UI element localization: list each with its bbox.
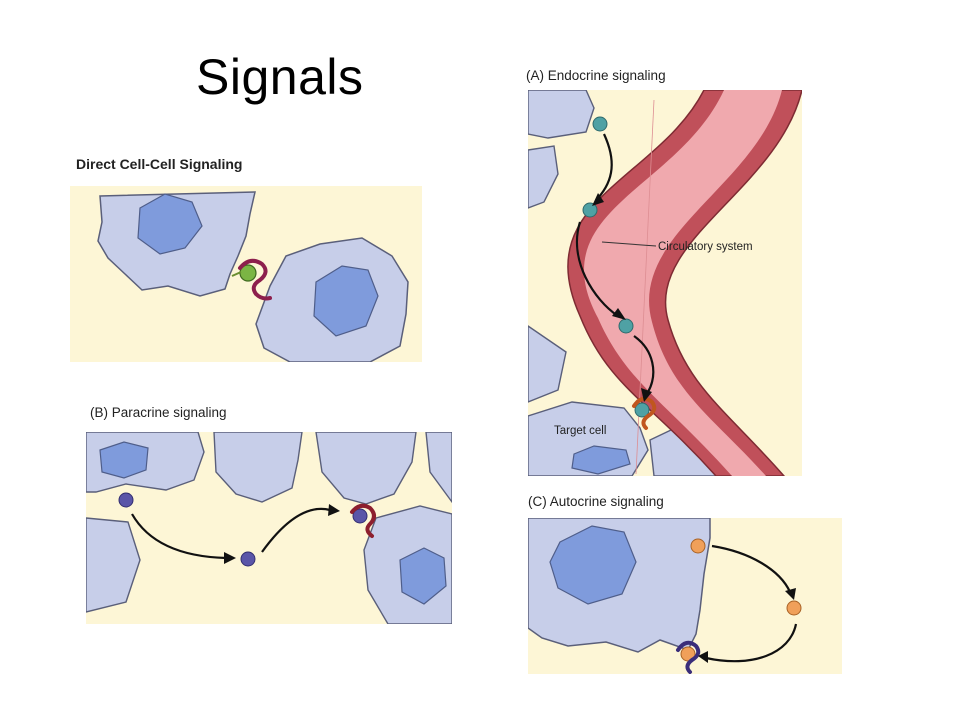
receptor xyxy=(676,640,701,674)
endocrine-signaling-panel: Circulatory system Target cell xyxy=(528,90,802,476)
transport-arrow xyxy=(633,335,655,393)
nucleus xyxy=(313,265,379,337)
endocrine-signal-molecule xyxy=(582,202,598,218)
autocrine-arrow xyxy=(711,544,792,593)
nucleus xyxy=(571,445,631,475)
endocrine-signaling-label: (A) Endocrine signaling xyxy=(526,68,666,83)
nucleus xyxy=(137,193,203,255)
circulatory-vessel-lumen xyxy=(583,90,782,476)
autocrine-signal-molecule xyxy=(690,538,706,554)
circulatory-vessel-wall xyxy=(567,90,802,476)
autocrine-signaling-panel xyxy=(528,518,842,674)
paracrine-signaling-label: (B) Paracrine signaling xyxy=(90,405,227,420)
target-cell-label: Target cell xyxy=(554,425,606,437)
circulatory-system-label: Circulatory system xyxy=(658,241,753,253)
cell xyxy=(425,432,452,504)
endocrine-signal-molecule xyxy=(634,402,650,418)
nucleus xyxy=(99,441,149,479)
transport-arrow xyxy=(575,221,619,317)
direct-signaling-label: Direct Cell-Cell Signaling xyxy=(76,156,243,172)
paracrine-signal-molecule xyxy=(118,492,134,508)
transport-arrow xyxy=(597,133,613,199)
cell xyxy=(528,90,595,139)
diffusion-arrow xyxy=(131,513,227,560)
receptor xyxy=(632,396,657,430)
paracrine-signal-molecule xyxy=(352,508,368,524)
endocrine-signal-molecule xyxy=(592,116,608,132)
autocrine-arrow xyxy=(705,623,798,663)
nucleus xyxy=(399,547,447,605)
cell xyxy=(528,325,567,403)
autocrine-signal-molecule xyxy=(786,600,802,616)
cell xyxy=(528,145,559,209)
cell xyxy=(213,432,303,503)
endocrine-signal-molecule xyxy=(618,318,634,334)
cell xyxy=(86,517,141,613)
slide-title: Signals xyxy=(196,49,364,105)
paracrine-signaling-panel xyxy=(86,432,452,624)
cell xyxy=(315,432,417,505)
paracrine-signal-molecule xyxy=(240,551,256,567)
autocrine-signaling-label: (C) Autocrine signaling xyxy=(528,494,664,509)
receptor xyxy=(238,258,272,301)
diffusion-arrow xyxy=(261,507,331,553)
direct-signaling-panel xyxy=(70,186,422,362)
receptor xyxy=(350,503,376,538)
nucleus xyxy=(549,525,637,605)
